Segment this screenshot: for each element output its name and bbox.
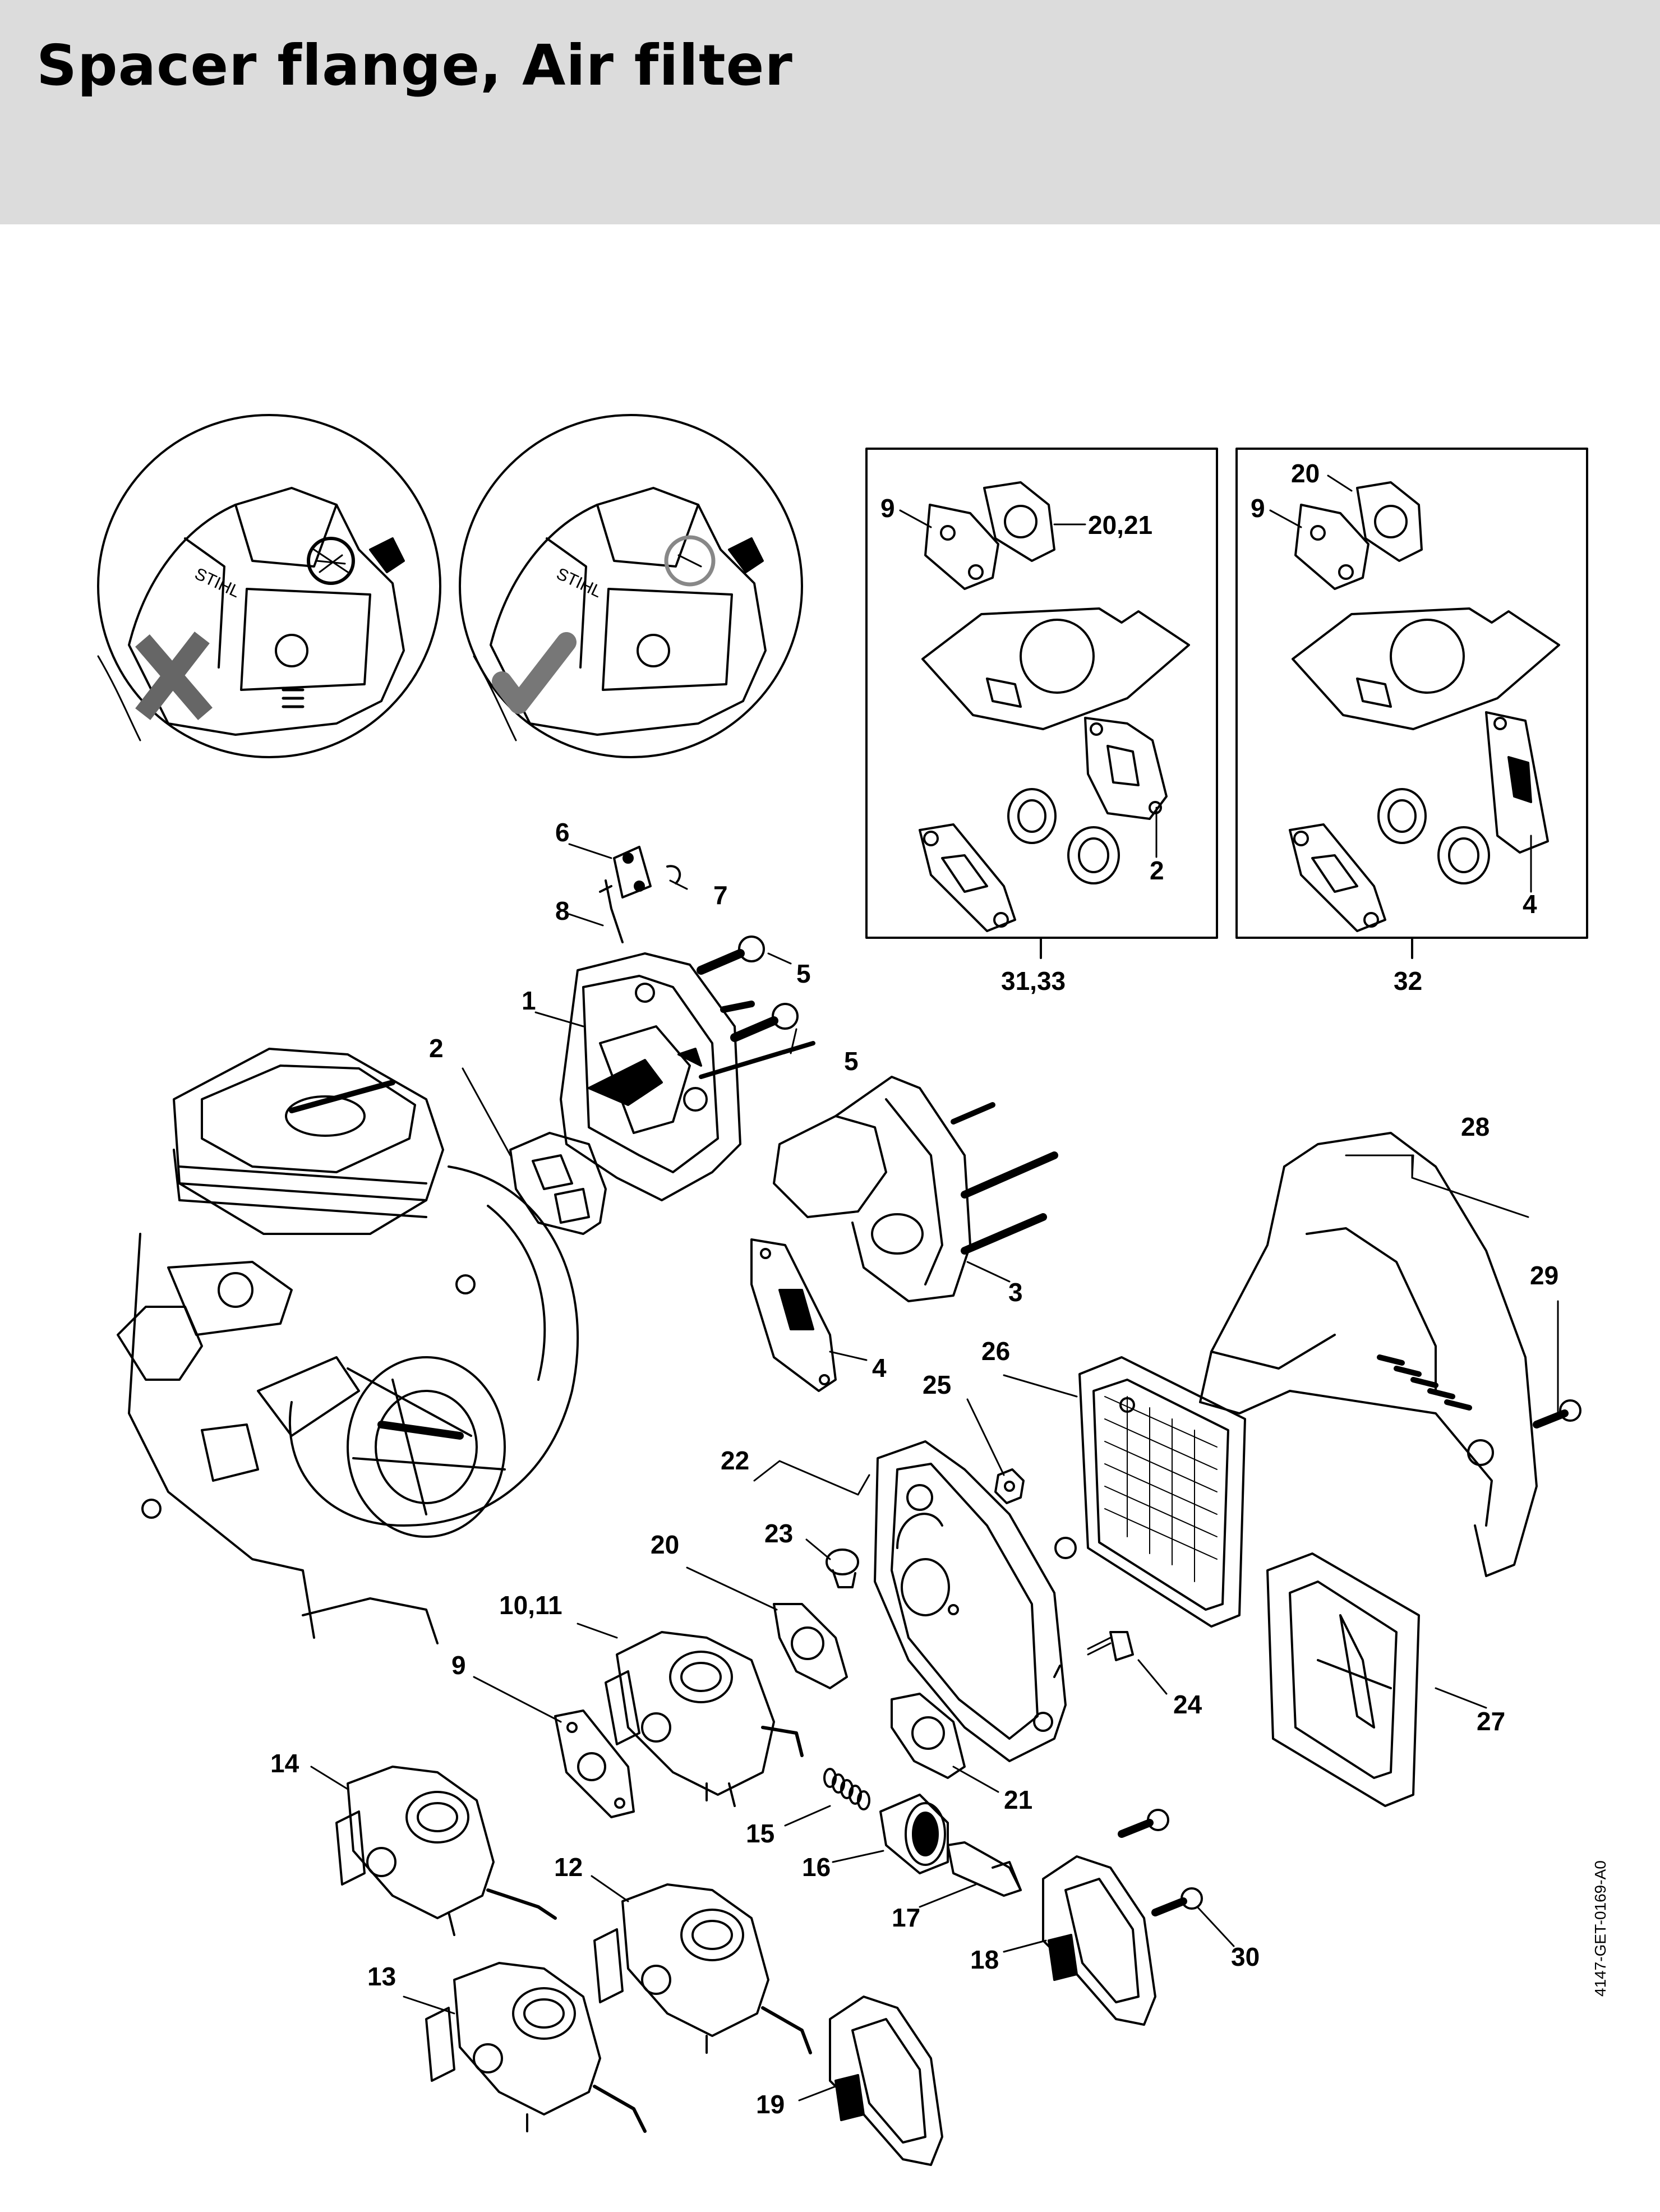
part-19-shroud <box>829 1996 943 2166</box>
part-5-screws <box>697 936 815 1079</box>
part-2-gasket <box>509 1132 607 1235</box>
kit1-number: 31,33 <box>1001 966 1066 996</box>
callout-19: 19 <box>756 2090 785 2119</box>
callout-9: 9 <box>451 1651 466 1680</box>
part-3-manifold <box>773 1076 1058 1302</box>
callout-15: 15 <box>746 1819 774 1848</box>
leader-lines <box>310 474 1559 2102</box>
callout-14: 14 <box>270 1749 299 1778</box>
part-23-valve <box>826 1537 1077 1588</box>
part-18-shroud <box>1042 1855 1156 2026</box>
carburetor-12 <box>593 1883 812 2054</box>
detail-circle-wrong: STIHL <box>97 414 441 758</box>
part-30-screws <box>1118 1809 1203 1916</box>
callout-30: 30 <box>1231 1942 1260 1971</box>
check-mark-icon <box>492 632 577 714</box>
carburetor-13 <box>425 1962 647 2133</box>
callout-23: 23 <box>764 1519 793 1548</box>
callout-25: 25 <box>923 1370 951 1399</box>
part-6-7-8-linkage <box>599 846 681 943</box>
callout-12: 12 <box>554 1852 583 1882</box>
callout-28: 28 <box>1461 1112 1490 1141</box>
part-27-prefilter <box>1266 1552 1420 1807</box>
kit2-label-9: 9 <box>1251 494 1265 523</box>
callout-18: 18 <box>970 1945 999 1974</box>
kit-box-32 <box>1235 448 1588 959</box>
callout-13: 13 <box>367 1962 396 1991</box>
engine-assembly <box>117 1048 579 1644</box>
part-9-gasket <box>554 1709 635 1818</box>
callout-7: 7 <box>713 881 728 910</box>
callout-29: 29 <box>1530 1261 1558 1290</box>
callout-5b: 5 <box>844 1047 859 1076</box>
kit2-label-20: 20 <box>1291 459 1320 488</box>
part-24-fitting <box>1087 1631 1134 1661</box>
part-25-nut <box>994 1468 1025 1504</box>
drawing-code: 4147-GET-0169-A0 <box>1592 1860 1609 1997</box>
part-1-spacer-flange <box>560 952 741 1201</box>
header-bar: Spacer flange, Air filter <box>0 0 1660 224</box>
carburetor-14 <box>335 1766 557 1936</box>
callout-8: 8 <box>555 896 570 925</box>
kit-box-31-33 <box>865 448 1218 959</box>
callout-16: 16 <box>802 1852 831 1882</box>
callout-10-11: 10,11 <box>499 1591 562 1620</box>
callout-21: 21 <box>1004 1785 1032 1814</box>
part-16-sleeve <box>879 1794 949 1874</box>
callout-6: 6 <box>555 818 570 847</box>
part-22-base-plate <box>874 1440 1067 1762</box>
carburetor-10-11 <box>605 1631 804 1807</box>
page-title: Spacer flange, Air filter <box>36 33 793 98</box>
callout-5a: 5 <box>796 959 811 988</box>
callout-1: 1 <box>522 986 536 1015</box>
part-17-fitting <box>947 1841 1022 1897</box>
callout-2: 2 <box>429 1034 444 1063</box>
kit1-label-20-21: 20,21 <box>1088 510 1152 540</box>
part-4-gasket <box>750 1238 837 1392</box>
callout-24: 24 <box>1173 1690 1202 1719</box>
kit1-label-9: 9 <box>880 494 895 523</box>
callout-20: 20 <box>651 1530 679 1559</box>
callout-22: 22 <box>721 1446 749 1475</box>
cross-mark-icon <box>135 632 213 720</box>
part-28-filter-cover <box>1199 1132 1538 1577</box>
part-21-gasket <box>891 1693 966 1779</box>
callout-26: 26 <box>981 1337 1010 1366</box>
kit2-number: 32 <box>1394 966 1422 996</box>
callout-labels: 9 20,21 2 31,33 20 9 4 32 6 7 8 5 1 5 2 … <box>270 459 1558 2119</box>
part-29-screw <box>1533 1399 1581 1428</box>
part-20-gasket <box>773 1603 848 1689</box>
callout-27: 27 <box>1477 1707 1505 1736</box>
part-26-air-filter <box>1078 1356 1246 1628</box>
detail-circle-right: STIHL <box>459 414 803 758</box>
callout-3: 3 <box>1008 1278 1023 1307</box>
part-15-spring <box>823 1768 870 1810</box>
kit1-label-2: 2 <box>1150 856 1164 885</box>
callout-17: 17 <box>892 1903 920 1932</box>
callout-4: 4 <box>872 1353 887 1382</box>
kit2-label-4: 4 <box>1523 890 1537 919</box>
